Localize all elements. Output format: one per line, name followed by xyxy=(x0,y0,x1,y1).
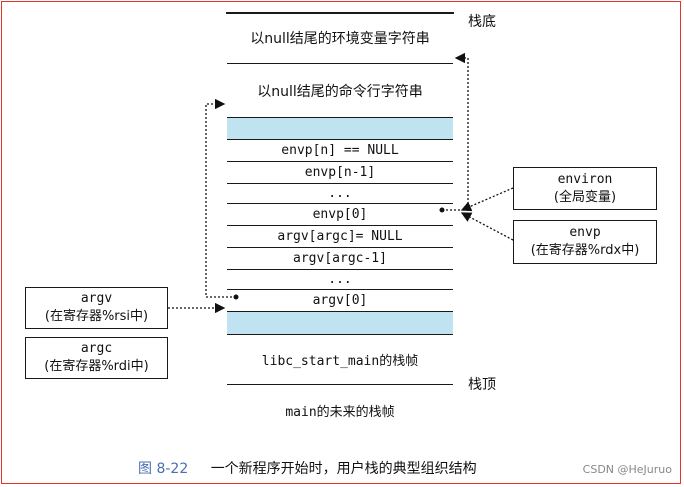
environ-global-box: environ (全局变量) xyxy=(513,167,657,210)
envp-name: envp xyxy=(569,225,601,240)
environ-desc: (全局变量) xyxy=(553,189,617,205)
figure-caption-text: 一个新程序开始时，用户栈的典型组织结构 xyxy=(210,461,477,477)
stack-cell-cmdline-strings: 以null结尾的命令行字符串 xyxy=(227,63,453,117)
stack-top-label: 栈顶 xyxy=(468,377,496,393)
stack-cell-argv-0: argv[0] xyxy=(227,289,453,311)
argv0-to-cmdline-arrow xyxy=(205,98,239,300)
argc-register-box: argc (在寄存器%rdi中) xyxy=(25,337,168,379)
stack-cell-libc-start-main-frame: libc_start_main的栈帧 xyxy=(227,334,453,384)
stack-cell-envp-n-1: envp[n-1] xyxy=(227,161,453,183)
stack-cell-envp-ellipsis: ... xyxy=(227,183,453,203)
stack-cell-padding-bottom xyxy=(227,311,453,334)
figure-caption: 图 8-22 一个新程序开始时，用户栈的典型组织结构 xyxy=(138,458,477,478)
argv-register-box: argv (在寄存器%rsi中) xyxy=(25,287,168,329)
envp-register-arrow xyxy=(460,212,514,241)
csdn-watermark: CSDN @HeJuruo xyxy=(582,463,672,476)
argc-desc: (在寄存器%rdi中) xyxy=(44,359,149,374)
argv-desc: (在寄存器%rsi中) xyxy=(44,309,149,324)
environ-name: environ xyxy=(557,171,613,187)
stack-cell-argv-argc: argv[argc]= NULL xyxy=(227,225,453,247)
stack-cell-envp-0: envp[0] xyxy=(227,203,453,225)
environ-arrow xyxy=(460,187,514,212)
stack-cell-argv-ellipsis: ... xyxy=(227,269,453,289)
figure-number: 图 8-22 xyxy=(138,461,189,477)
stack-bottom-label: 栈底 xyxy=(468,14,496,30)
envp-register-box: envp (在寄存器%rdx中) xyxy=(513,220,657,264)
stack-cell-env-strings: 以null结尾的环境变量字符串 xyxy=(250,31,430,47)
envp0-to-env-strings-arrow xyxy=(439,52,469,213)
stack-cell-main-future-frame: main的未来的栈帧 xyxy=(227,384,453,435)
argc-name: argc xyxy=(80,341,113,356)
user-stack: 以null结尾的环境变量字符串 以null结尾的命令行字符串 envp[n] =… xyxy=(226,12,454,420)
stack-cell-envp-n: envp[n] == NULL xyxy=(227,139,453,161)
argv-name: argv xyxy=(80,291,113,306)
envp-desc: (在寄存器%rdx中) xyxy=(530,243,640,258)
stack-cell-padding-top xyxy=(227,117,453,139)
stack-cell-argv-argc-1: argv[argc-1] xyxy=(227,247,453,269)
